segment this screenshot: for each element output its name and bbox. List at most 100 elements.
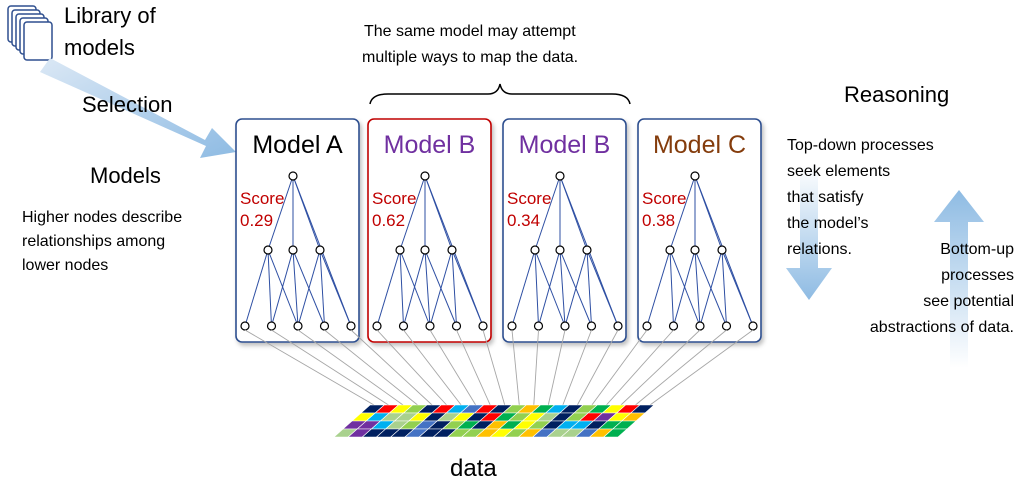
- brace-note-line2: multiple ways to map the data.: [362, 49, 579, 66]
- tree-node: [447, 245, 457, 255]
- tree-node: [560, 321, 570, 331]
- model-title: Model C: [652, 131, 747, 159]
- data-link: [350, 329, 433, 406]
- data-link: [591, 329, 648, 406]
- top-down-line1: Top-down processes: [787, 137, 934, 154]
- models-heading: Models: [90, 163, 161, 188]
- tree-node: [372, 321, 382, 331]
- tree-edge: [399, 249, 404, 327]
- bottom-up-line3: see potential: [923, 293, 1014, 310]
- tree-edge: [267, 249, 299, 327]
- data-link: [511, 329, 520, 406]
- model-box-frame: [637, 118, 762, 343]
- tree-node: [668, 321, 679, 331]
- score-label: Score: [507, 189, 552, 208]
- data-link: [547, 329, 566, 406]
- data-link: [376, 329, 447, 406]
- nodes-note-line3: lower nodes: [22, 257, 109, 274]
- tree-node: [293, 321, 303, 331]
- data-link: [620, 329, 701, 406]
- tree-node: [695, 321, 705, 331]
- tree-node: [613, 321, 623, 331]
- tree-edge: [451, 249, 457, 327]
- tree-edge: [376, 249, 401, 327]
- model-title: Model A: [252, 131, 343, 159]
- tree-edge: [534, 249, 566, 327]
- data-link: [324, 329, 418, 406]
- nodes-note-line2: relationships among: [22, 233, 166, 250]
- model-box-frame: [235, 118, 360, 343]
- tree-node: [507, 321, 517, 331]
- tree-edge: [564, 249, 588, 327]
- tree-node: [398, 321, 409, 331]
- tree-node: [425, 321, 435, 331]
- tree-node: [319, 321, 330, 331]
- tree-node: [642, 321, 652, 331]
- tree-edge: [403, 249, 426, 327]
- tree-node: [748, 321, 758, 331]
- library-stack-icon: [7, 5, 53, 61]
- bottom-up-line1: Bottom-up: [940, 241, 1014, 258]
- tree-edge: [669, 249, 701, 327]
- model-box-frame: [502, 118, 627, 343]
- data-link: [606, 329, 674, 406]
- tree-edge: [267, 249, 272, 327]
- tree-node: [451, 321, 462, 331]
- tree-edge: [559, 249, 566, 327]
- data-link: [635, 329, 727, 406]
- data-link: [297, 329, 404, 406]
- tree-edge: [297, 249, 321, 327]
- data-label: data: [450, 455, 497, 482]
- data-link: [562, 329, 592, 406]
- score-label: Score: [240, 189, 285, 208]
- score-value: 0.34: [507, 211, 541, 230]
- data-link: [456, 329, 491, 406]
- tree-edge: [534, 249, 539, 327]
- tree-node: [288, 171, 298, 181]
- tree-edge: [244, 249, 269, 327]
- nodes-note-line1: Higher nodes describe: [22, 209, 183, 226]
- tree-edge: [429, 249, 453, 327]
- data-link: [482, 329, 506, 406]
- data-cell: [603, 428, 628, 438]
- model-title: Model B: [518, 131, 611, 159]
- tree-node: [346, 321, 356, 331]
- selection-label: Selection: [82, 92, 173, 117]
- tree-edge: [292, 249, 299, 327]
- tree-edge: [721, 249, 727, 327]
- data-link: [403, 329, 462, 406]
- tree-edge: [646, 249, 671, 327]
- tree-node: [555, 245, 565, 255]
- model-box: [235, 118, 360, 343]
- tree-node: [478, 321, 488, 331]
- tree-edge: [586, 249, 592, 327]
- tree-node: [717, 245, 727, 255]
- tree-edge: [271, 249, 294, 327]
- data-link: [533, 329, 539, 406]
- model-box: [637, 118, 762, 343]
- data-link: [649, 329, 754, 406]
- tree-edge: [534, 175, 561, 251]
- tree-node: [263, 245, 273, 255]
- tree-edge: [669, 175, 696, 251]
- tree-edge: [694, 249, 701, 327]
- tree-edge: [673, 249, 696, 327]
- tree-edge: [538, 249, 561, 327]
- tree-edge: [267, 175, 294, 251]
- model-box-frame: [367, 118, 492, 343]
- tree-edge: [669, 249, 674, 327]
- tree-node: [266, 321, 277, 331]
- data-link: [576, 329, 619, 406]
- model-box: [502, 118, 627, 343]
- top-down-arrow: [786, 165, 832, 300]
- top-down-line2: seek elements: [787, 163, 891, 180]
- data-link: [244, 329, 375, 406]
- score-value: 0.62: [372, 211, 406, 230]
- tree-node: [315, 245, 325, 255]
- tree-node: [582, 245, 592, 255]
- score-value: 0.38: [642, 211, 676, 230]
- tree-node: [533, 321, 544, 331]
- tree-node: [690, 245, 700, 255]
- bottom-up-line4: abstractions of data.: [869, 319, 1014, 336]
